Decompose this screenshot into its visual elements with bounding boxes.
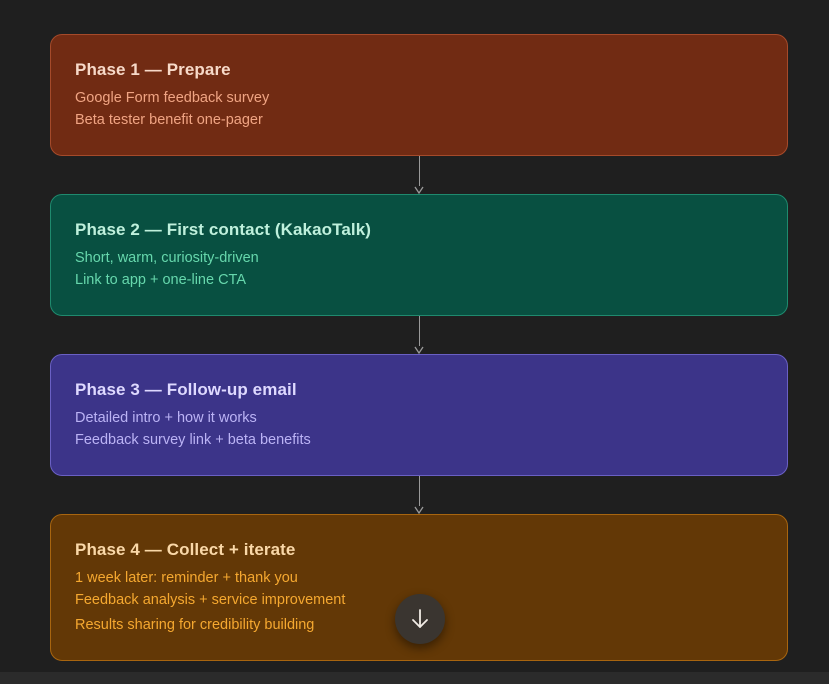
arrow-down-icon (412, 609, 428, 628)
phase-4-line-1: 1 week later: reminder + thank you (75, 570, 298, 586)
bottom-edge (0, 672, 829, 684)
arrowhead-3-4-icon (414, 506, 424, 514)
phase-3-box: Phase 3 — Follow-up email Detailed intro… (50, 354, 788, 476)
phase-2-line-1: Short, warm, curiosity-driven (75, 250, 259, 266)
phase-3-title: Phase 3 — Follow-up email (75, 380, 297, 399)
phase-3-line-2: Feedback survey link + beta benefits (75, 432, 311, 448)
phase-3-line-1: Detailed intro + how it works (75, 410, 257, 426)
phase-4-line-3: Results sharing for credibility building (75, 617, 315, 633)
scroll-down-button[interactable] (395, 594, 445, 644)
arrowhead-1-2-icon (414, 186, 424, 194)
phase-1-box: Phase 1 — Prepare Google Form feedback s… (50, 34, 788, 156)
phase-1-line-2: Beta tester benefit one-pager (75, 112, 263, 128)
phase-1-title: Phase 1 — Prepare (75, 60, 231, 79)
phase-2-line-2: Link to app + one-line CTA (75, 272, 247, 288)
phase-4-title: Phase 4 — Collect + iterate (75, 540, 296, 559)
arrowhead-2-3-icon (414, 346, 424, 354)
connector-3-4 (419, 476, 420, 506)
connector-1-2 (419, 156, 420, 186)
phase-1-line-1: Google Form feedback survey (75, 90, 270, 106)
connector-2-3 (419, 316, 420, 346)
phase-2-box: Phase 2 — First contact (KakaoTalk) Shor… (50, 194, 788, 316)
phase-2-title: Phase 2 — First contact (KakaoTalk) (75, 220, 372, 239)
phase-4-line-2: Feedback analysis + service improvement (75, 592, 346, 608)
